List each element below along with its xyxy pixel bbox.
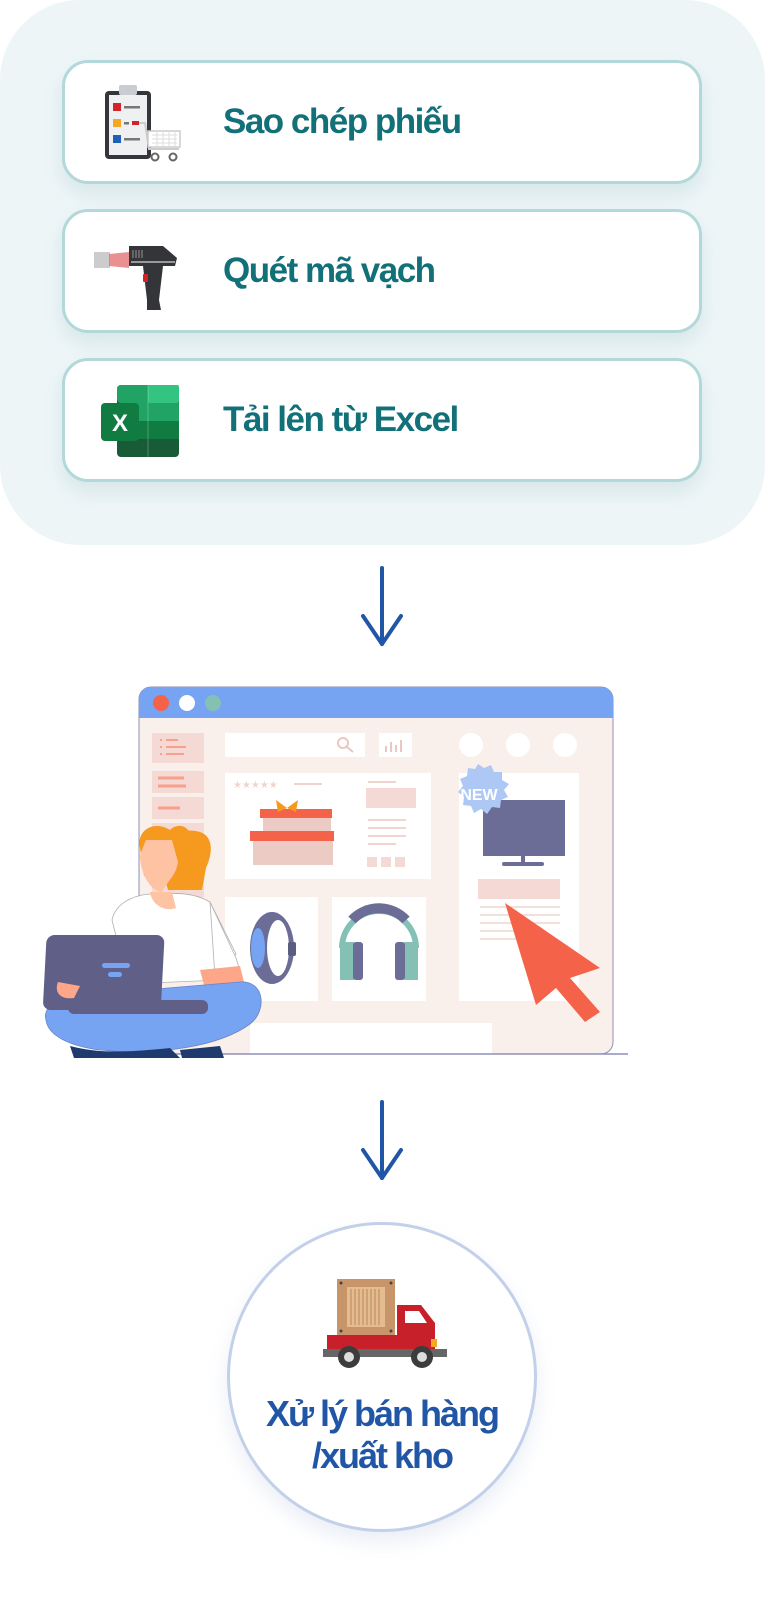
arrow-down-icon (361, 566, 403, 646)
clipboard-cart-icon (105, 85, 181, 162)
card-copy-voucher[interactable]: Sao chép phiếu (62, 60, 702, 184)
result-title: Xử lý bán hàng /xuất kho (230, 1393, 534, 1477)
new-badge (458, 764, 509, 814)
result-title-line1: Xử lý bán hàng (265, 1393, 500, 1434)
online-store-illustration: ★★★★★ NEW (43, 686, 628, 1058)
card-label: Tải lên từ Excel (223, 400, 459, 439)
delivery-truck-icon (323, 1279, 447, 1368)
svg-text:NEW: NEW (460, 787, 498, 804)
card-barcode-scan[interactable]: Quét mã vạch (62, 209, 702, 333)
card-label: Quét mã vạch (223, 251, 436, 290)
excel-icon: X (101, 385, 179, 457)
window-close-dot (153, 695, 169, 711)
result-circle: Xử lý bán hàng /xuất kho (227, 1222, 537, 1532)
arrow-down-icon (361, 1100, 403, 1180)
cursor-arrow-icon (505, 903, 600, 1022)
svg-text:★★★★★: ★★★★★ (233, 780, 278, 791)
svg-text:X: X (112, 410, 128, 437)
card-excel-upload[interactable]: X Tải lên từ Excel (62, 358, 702, 482)
barcode-scanner-icon (94, 246, 177, 310)
search-icon (337, 737, 349, 749)
result-title-line2: /xuất kho (311, 1435, 454, 1476)
card-label: Sao chép phiếu (223, 102, 462, 141)
